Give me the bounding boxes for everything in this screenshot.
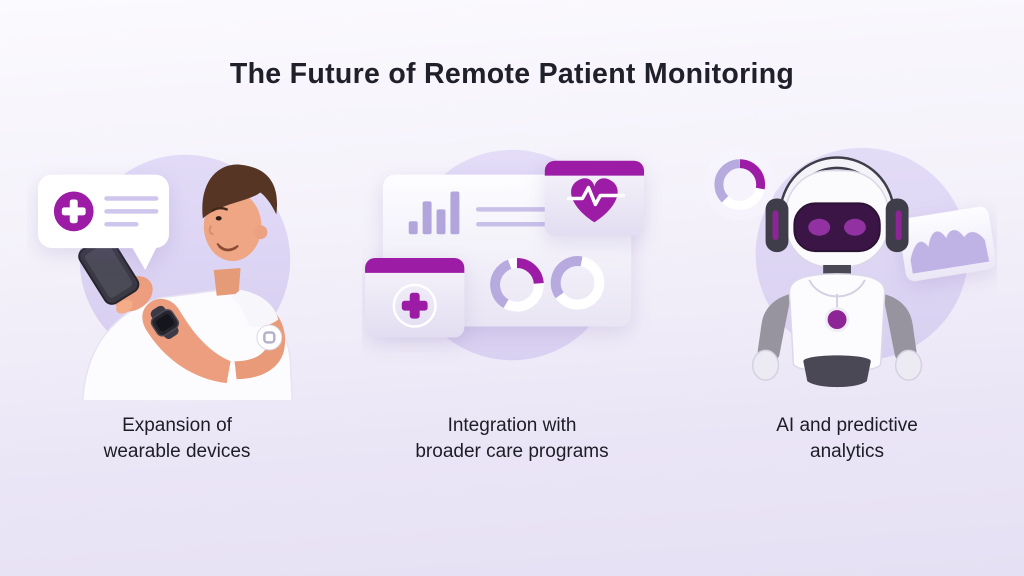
medical-card: [365, 258, 465, 338]
donut-chart-icon: [550, 256, 605, 310]
caption-line: wearable devices: [103, 441, 251, 462]
thumb: [116, 299, 133, 314]
man-illustration: [78, 164, 293, 401]
donut-chart-icon: [704, 148, 776, 221]
caption-line: Integration with: [447, 415, 577, 436]
feature-caption: Expansion of wearable devices: [104, 413, 251, 465]
area-chart-icon: [898, 206, 997, 282]
page-title: The Future of Remote Patient Monitoring: [229, 58, 795, 90]
sleeve: [230, 289, 279, 327]
caption-line: Expansion of: [122, 415, 232, 436]
feature-row: Expansion of wearable devices: [0, 123, 1024, 465]
caption-line: AI and predictive: [776, 415, 918, 436]
robot-visor: [793, 202, 881, 253]
eye: [215, 216, 222, 221]
arm-sensor-icon: [256, 324, 283, 351]
illustration-ai-robot: [704, 147, 997, 388]
medical-plus-icon: [53, 191, 94, 232]
eyebrow: [211, 206, 228, 212]
neck: [213, 267, 241, 296]
feature-caption: AI and predictive analytics: [776, 413, 918, 465]
smartwatch-icon: [150, 305, 180, 339]
ear: [253, 225, 268, 240]
smile: [216, 243, 239, 252]
robot-icon: [751, 156, 923, 388]
caption-line: broader care programs: [415, 441, 609, 462]
illustration-man-using-phone: [38, 154, 293, 401]
robot-arms: [751, 293, 923, 381]
feature-caption: Integration with broader care programs: [415, 413, 608, 465]
hair: [202, 164, 278, 219]
robot-waist: [803, 355, 871, 388]
caption-line: analytics: [810, 441, 884, 462]
robot-ear-cups: [765, 198, 909, 253]
feature-column-care-programs: Integration with broader care programs: [345, 123, 680, 465]
bar-chart-icon: [408, 191, 460, 235]
nose: [208, 225, 214, 236]
bubble-text-lines: [104, 196, 159, 227]
headband: [781, 158, 893, 215]
feature-column-wearable-devices: Expansion of wearable devices: [10, 123, 345, 465]
chest-core: [824, 307, 850, 332]
donut-chart-icon: [490, 258, 544, 312]
heart-pulse-icon: [566, 178, 625, 223]
illustration-health-dashboard: [365, 149, 645, 361]
heart-rate-card: [544, 160, 645, 237]
smartphone-icon: [78, 235, 140, 305]
medical-cross-icon: [392, 283, 437, 328]
feature-column-ai-analytics: AI and predictive analytics: [680, 123, 1015, 465]
